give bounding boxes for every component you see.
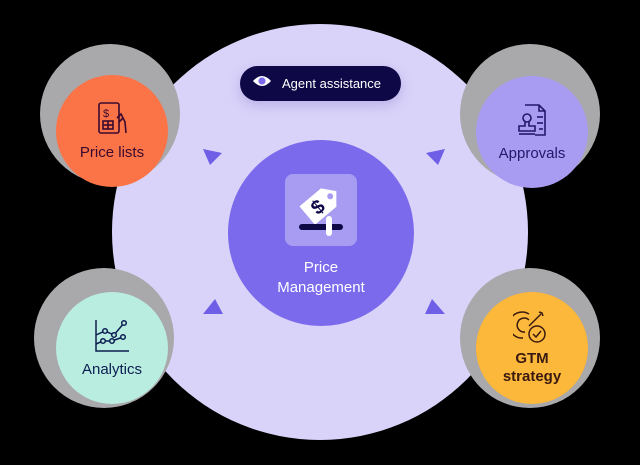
agent-assistance-badge[interactable]: Agent assistance xyxy=(240,66,401,101)
center-label: Price Management xyxy=(277,258,365,298)
node-label: Price lists xyxy=(79,144,145,161)
eye-icon xyxy=(252,74,272,93)
node-approvals[interactable]: Approvals xyxy=(476,76,588,188)
node-price-lists[interactable]: $ Price lists xyxy=(56,75,168,187)
svg-text:$: $ xyxy=(103,108,109,120)
badge-label: Agent assistance xyxy=(282,76,382,91)
price-tag-slider-icon: $ xyxy=(285,174,357,246)
node-label: Approvals xyxy=(498,145,566,162)
target-check-icon xyxy=(513,310,551,346)
arrow-bottom-left-icon xyxy=(203,299,223,314)
line-chart-icon xyxy=(93,317,131,355)
node-analytics[interactable]: Analytics xyxy=(56,292,168,404)
node-label: Analytics xyxy=(81,361,143,378)
center-label-line1: Price xyxy=(303,259,339,276)
node-label: GTM strategy xyxy=(503,350,561,386)
center-node-price-management[interactable]: $ Price Management xyxy=(228,140,414,326)
node-gtm-strategy[interactable]: GTM strategy xyxy=(476,292,588,404)
node-label-line1: GTM xyxy=(515,350,549,367)
stamp-document-icon xyxy=(513,101,551,139)
node-label-line2: strategy xyxy=(502,368,562,385)
center-label-line2: Management xyxy=(277,279,365,296)
arrow-bottom-right-icon xyxy=(425,299,445,314)
arrow-top-left-icon xyxy=(203,149,222,165)
price-list-hand-icon: $ xyxy=(93,100,131,138)
arrow-top-right-icon xyxy=(426,149,445,165)
